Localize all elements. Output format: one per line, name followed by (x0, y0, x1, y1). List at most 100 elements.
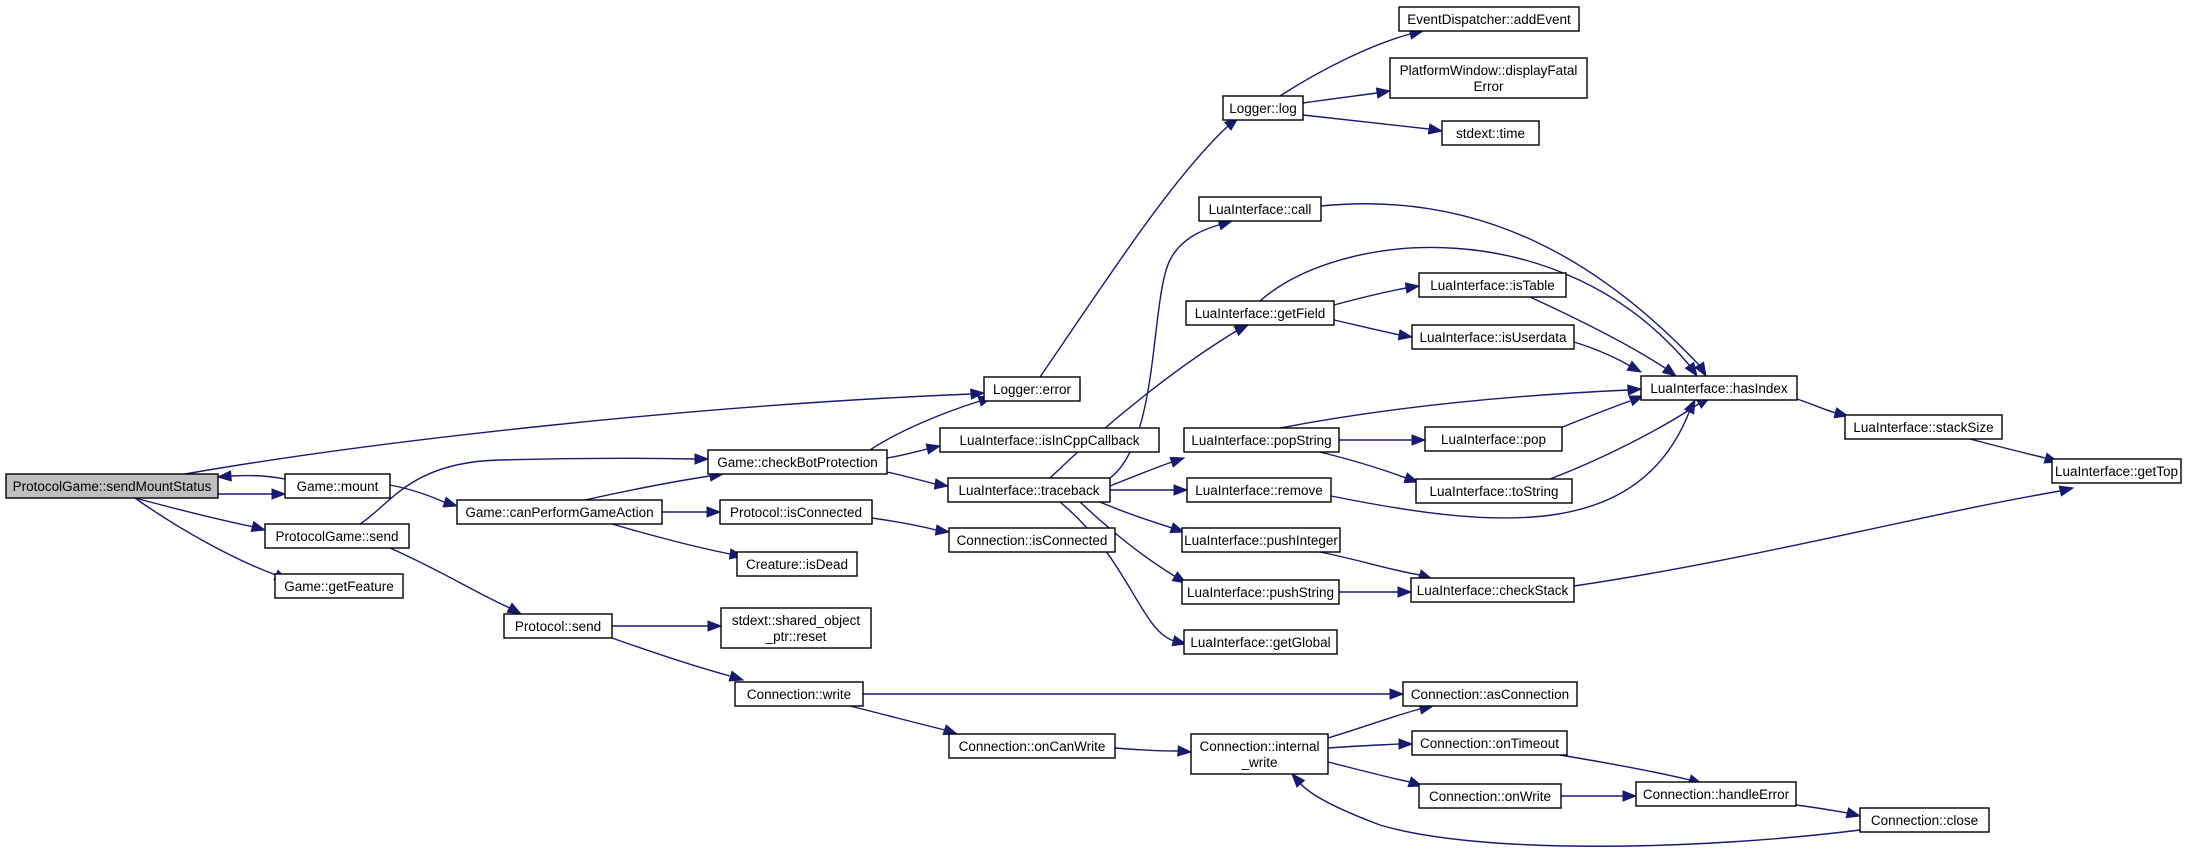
node-onCanWrite[interactable]: Connection::onCanWrite (948, 733, 1116, 759)
edge-luaCall-to-hasIndex (1320, 203, 1707, 378)
edge-arrowhead (933, 478, 950, 490)
edge-arrowhead (707, 620, 723, 632)
edge-line (886, 448, 928, 459)
edge-arrowhead (1177, 745, 1193, 757)
edge-handleError-to-connClose (1795, 804, 1862, 819)
node-box (1418, 783, 1562, 809)
node-connIsConnected[interactable]: Connection::isConnected (948, 527, 1116, 553)
edge-arrowhead (942, 724, 959, 736)
node-protoSend[interactable]: Protocol::send (503, 613, 613, 639)
node-box (1183, 427, 1340, 453)
node-isUserdata[interactable]: LuaInterface::isUserdata (1411, 324, 1575, 350)
edge-checkStack-to-getTop (1573, 485, 2075, 587)
node-box (1424, 426, 1563, 452)
edge-arrowhead (1626, 360, 1643, 373)
edge-line (1529, 296, 1666, 369)
node-isDead[interactable]: Creature::isDead (736, 551, 858, 577)
node-label: LuaInterface::hasIndex (1650, 381, 1788, 396)
node-onWrite[interactable]: Connection::onWrite (1418, 783, 1562, 809)
edge-pushInteger-to-checkStack (1319, 551, 1434, 581)
node-getTop[interactable]: LuaInterface::getTop (2051, 458, 2182, 484)
edge-line (1049, 329, 1239, 479)
node-pushString[interactable]: LuaInterface::pushString (1181, 579, 1340, 605)
edge-pushString-to-checkStack (1339, 586, 1413, 598)
edge-line (1109, 461, 1173, 487)
node-sharedReset[interactable]: stdext::shared_object_ptr::reset (720, 607, 872, 649)
node-label: LuaInterface::toString (1429, 484, 1558, 499)
node-box (1411, 730, 1568, 756)
node-isTable[interactable]: LuaInterface::isTable (1418, 272, 1567, 298)
edge-line (1796, 398, 1837, 414)
node-label: Connection::onTimeout (1420, 736, 1559, 751)
node-sendMountStatus[interactable]: ProtocolGame::sendMountStatus (5, 473, 219, 499)
edge-line (1319, 551, 1421, 576)
node-pgSend[interactable]: ProtocolGame::send (264, 523, 410, 549)
edge-arrowhead (706, 506, 722, 518)
node-box (947, 477, 1111, 503)
node-box (5, 473, 219, 499)
node-onTimeout[interactable]: Connection::onTimeout (1411, 730, 1568, 756)
edge-line (1079, 501, 1177, 578)
node-connClose[interactable]: Connection::close (1859, 807, 1990, 833)
edge-getField-to-hasIndex (1259, 246, 1698, 378)
node-label: LuaInterface::isTable (1430, 278, 1555, 293)
node-label: stdext::shared_object (732, 613, 861, 628)
node-label: _ptr::reset (765, 629, 827, 644)
node-luaCall[interactable]: LuaInterface::call (1198, 196, 1322, 222)
node-asConnection[interactable]: Connection::asConnection (1402, 681, 1578, 707)
node-box (1418, 272, 1567, 298)
node-getGlobal[interactable]: LuaInterface::getGlobal (1183, 629, 1338, 655)
edge-line (1299, 782, 1861, 847)
node-getField[interactable]: LuaInterface::getField (1185, 300, 1335, 326)
node-label: LuaInterface::popString (1191, 433, 1331, 448)
edge-canPerform-to-isDead (611, 523, 745, 560)
edge-traceback-to-luaRemove (1110, 484, 1189, 496)
node-box (736, 551, 858, 577)
edge-internalWrite-to-onWrite (1327, 761, 1424, 788)
node-box (1635, 781, 1797, 807)
node-getFeature[interactable]: Game::getFeature (274, 573, 404, 599)
node-gameMount[interactable]: Game::mount (284, 473, 391, 499)
node-internalWrite[interactable]: Connection::internal_write (1190, 733, 1329, 775)
node-hasIndex[interactable]: LuaInterface::hasIndex (1640, 375, 1798, 401)
node-loggerLog[interactable]: Logger::log (1222, 95, 1304, 121)
edge-arrowhead (1411, 434, 1427, 446)
node-label: LuaInterface::call (1209, 202, 1312, 217)
edge-arrowhead (1397, 329, 1414, 341)
edge-checkBot-to-traceback (886, 471, 950, 490)
node-stdTime[interactable]: stdext::time (1441, 120, 1540, 146)
node-toString[interactable]: LuaInterface::toString (1415, 478, 1573, 504)
edge-sendMountStatus-to-gameMount (218, 488, 287, 500)
node-popString[interactable]: LuaInterface::popString (1183, 427, 1340, 453)
node-luaPop[interactable]: LuaInterface::pop (1424, 426, 1563, 452)
node-traceback[interactable]: LuaInterface::traceback (947, 477, 1111, 503)
edge-traceback-to-pushInteger (1099, 501, 1186, 534)
node-box (1859, 807, 1990, 833)
node-protoConnected[interactable]: Protocol::isConnected (719, 499, 873, 525)
node-handleError[interactable]: Connection::handleError (1635, 781, 1797, 807)
node-pushInteger[interactable]: LuaInterface::pushInteger (1181, 527, 1341, 553)
edge-arrowhead (250, 520, 267, 532)
edge-arrowhead (934, 524, 951, 536)
node-checkBot[interactable]: Game::checkBotProtection (707, 449, 888, 475)
node-label: Creature::isDead (746, 557, 848, 572)
node-connWrite[interactable]: Connection::write (734, 681, 864, 707)
edge-connClose-to-internalWrite (1291, 772, 1861, 847)
node-canPerform[interactable]: Game::canPerformGameAction (456, 499, 663, 525)
node-label: LuaInterface::checkStack (1417, 583, 1569, 598)
edge-arrowhead (694, 453, 710, 465)
node-luaRemove[interactable]: LuaInterface::remove (1186, 477, 1332, 503)
node-loggerError[interactable]: Logger::error (983, 376, 1081, 402)
edge-line (611, 637, 731, 677)
node-checkStack[interactable]: LuaInterface::checkStack (1410, 577, 1575, 603)
edge-line (1327, 743, 1400, 749)
node-label: Game::canPerformGameAction (465, 505, 653, 520)
edge-line (886, 471, 936, 485)
edge-arrowhead (506, 602, 523, 615)
node-stackSize[interactable]: LuaInterface::stackSize (1844, 414, 2003, 440)
node-isInCpp[interactable]: LuaInterface::isInCppCallback (939, 427, 1160, 453)
node-label: Logger::log (1229, 101, 1297, 116)
node-addEvent[interactable]: EventDispatcher::addEvent (1398, 6, 1580, 32)
